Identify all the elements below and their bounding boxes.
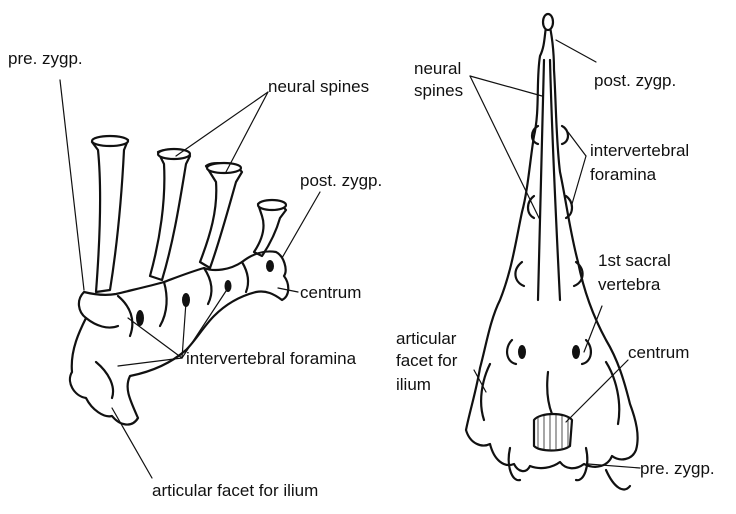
neural-spine-1 [92,136,128,292]
label-foramina-right-1: intervertebral [590,141,689,160]
label-neural-right-1: neural [414,59,461,78]
label-articular-right-2: facet for [396,351,458,370]
label-sacral-right-1: 1st sacral [598,251,671,270]
foramen-1 [136,310,144,326]
label-post-zygp-left: post. zygp. [300,171,382,190]
centrum-face [534,414,572,451]
label-centrum-left: centrum [300,283,361,302]
label-centrum-right: centrum [628,343,689,362]
label-neural-right-2: spines [414,81,463,100]
foramen-3 [225,280,232,292]
label-neural-spines-left: neural spines [268,77,369,96]
label-articular-right-3: ilium [396,375,431,394]
label-pre-zygp-right: pre. zygp. [640,459,715,478]
label-sacral-right-2: vertebra [598,275,661,294]
label-foramina-right-2: foramina [590,165,657,184]
label-post-zygp-right: post. zygp. [594,71,676,90]
label-articular-facet-left: articular facet for ilium [152,481,318,500]
label-articular-right-1: articular [396,329,457,348]
label-intervertebral-foramina-left: intervertebral foramina [186,349,357,368]
post-zygapophysis-end [266,260,274,272]
neural-spine-3 [200,163,242,268]
neural-spine-2 [150,150,190,280]
lateral-sacrum-drawing [60,80,320,478]
label-pre-zygp-left: pre. zygp. [8,49,83,68]
